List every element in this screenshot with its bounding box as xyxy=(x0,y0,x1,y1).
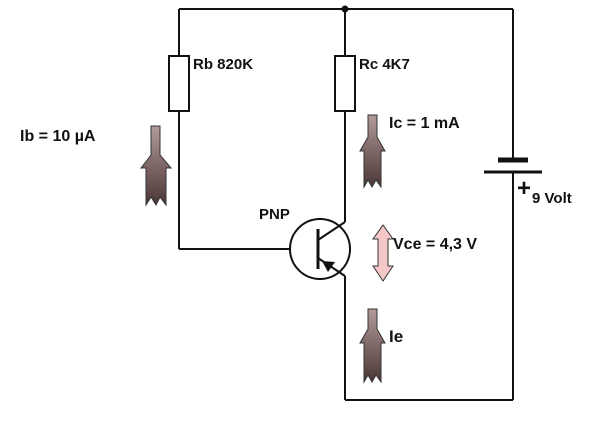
collector-resistor-label: Rc 4K7 xyxy=(359,56,410,73)
transistor-type-label: PNP xyxy=(259,206,290,223)
battery-plus-sign: + xyxy=(517,175,531,202)
transistor-collector-lead xyxy=(317,221,346,241)
collector-current-label: Ic = 1 mA xyxy=(389,115,460,132)
base-current-arrow-icon xyxy=(139,125,173,207)
emitter-arrow-icon xyxy=(322,261,335,272)
base-resistor-label: Rb 820K xyxy=(193,56,253,73)
emitter-current-label: Ie xyxy=(389,327,403,346)
collector-resistor xyxy=(334,55,356,112)
base-current-label: Ib = 10 µA xyxy=(20,128,96,145)
transistor-body xyxy=(289,218,351,280)
emitter-current-arrow-icon xyxy=(359,308,386,384)
base-resistor xyxy=(168,55,190,112)
junction-dot xyxy=(341,5,349,13)
vce-double-arrow-icon xyxy=(372,224,394,282)
battery-voltage-label: 9 Volt xyxy=(532,190,572,207)
battery xyxy=(484,157,542,174)
pnp-transistor xyxy=(289,218,351,280)
vce-label: Vce = 4,3 V xyxy=(393,236,477,253)
collector-current-arrow-icon xyxy=(359,114,386,189)
